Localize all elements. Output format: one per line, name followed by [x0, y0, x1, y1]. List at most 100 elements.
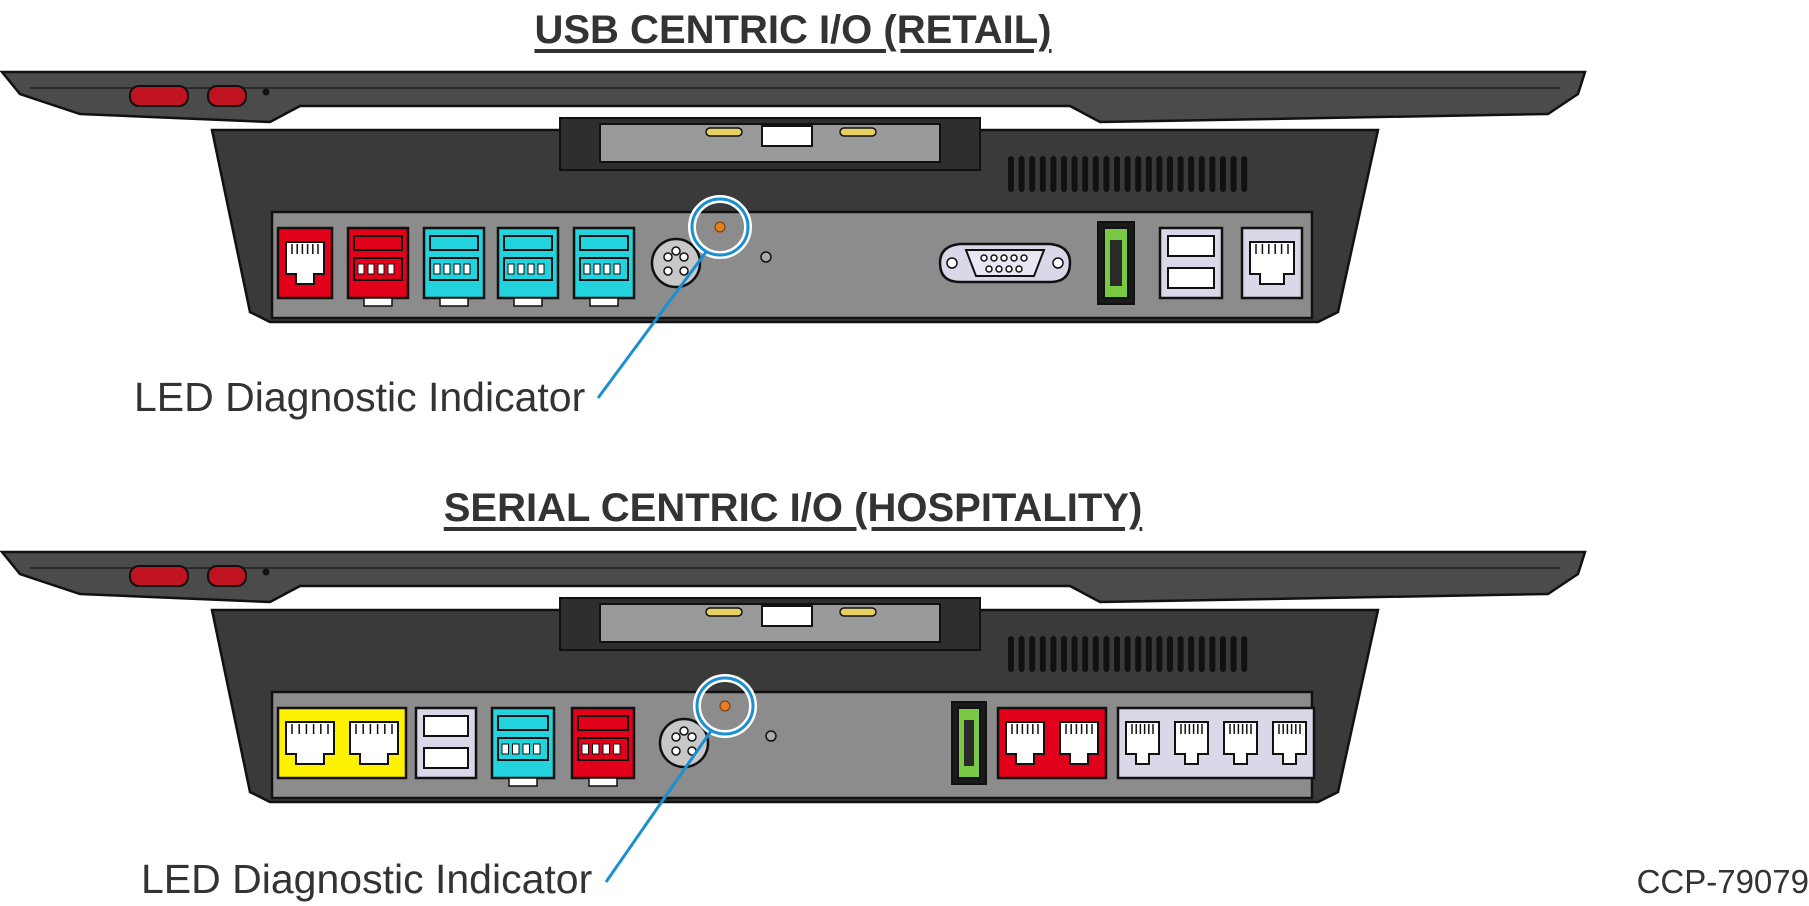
displayport	[951, 701, 987, 785]
din-power-port	[650, 237, 702, 289]
rj-jack	[349, 721, 399, 765]
vent-slot	[1050, 636, 1057, 672]
vent-slot	[1167, 636, 1173, 672]
rj-jack	[285, 721, 335, 765]
power-pin	[453, 263, 461, 275]
port-housing	[570, 706, 636, 780]
power-pin	[517, 263, 525, 275]
powered-usb	[496, 226, 560, 307]
vent-slot	[1092, 636, 1099, 672]
db9-face	[964, 249, 1046, 277]
power-pin	[593, 263, 601, 275]
port-tab	[363, 297, 393, 307]
vent-slot	[1198, 636, 1205, 672]
db9-pin	[1000, 254, 1008, 262]
power-pin	[463, 263, 471, 275]
power-button	[129, 565, 189, 587]
power-button	[129, 85, 189, 107]
device-retail	[0, 70, 1587, 399]
usb-slot	[429, 235, 479, 251]
usb-slot	[579, 235, 629, 251]
cable-tab-right	[839, 127, 877, 137]
vent-slot	[1188, 636, 1195, 672]
displayport-slot	[964, 720, 974, 766]
device-hospitality	[0, 550, 1587, 883]
powered-usb	[570, 706, 636, 787]
din-pin	[687, 732, 697, 742]
power-pin	[367, 263, 375, 275]
vent-slot	[1082, 636, 1089, 672]
vent-slot	[1050, 156, 1057, 192]
panel-title-retail: USB CENTRIC I/O (RETAIL)	[534, 8, 1052, 52]
port-tab	[513, 297, 543, 307]
dual-rj-port	[276, 706, 408, 780]
port-housing	[496, 226, 560, 300]
powered-usb	[346, 226, 410, 307]
vent-slot	[1156, 636, 1163, 672]
quad-rj-port	[1116, 706, 1316, 780]
dual-usb-port	[414, 706, 478, 780]
vent-slot	[1082, 156, 1089, 192]
power-pin	[603, 263, 611, 275]
function-button	[207, 85, 247, 107]
dual-usb-port	[1158, 226, 1224, 300]
port-tab	[508, 777, 538, 787]
din-pin	[671, 732, 681, 742]
panel-title-hospitality: SERIAL CENTRIC I/O (HOSPITALITY)	[443, 486, 1143, 530]
vent-slot	[1198, 156, 1205, 192]
power-pin	[533, 743, 541, 755]
port-housing	[422, 226, 486, 300]
vent-slot	[1145, 636, 1152, 672]
vent-slot	[1177, 156, 1184, 192]
vent-slot	[1061, 636, 1067, 672]
db9-pin	[1010, 254, 1018, 262]
rj-jack	[1272, 721, 1307, 765]
cable-tab-left	[705, 607, 743, 617]
db9-pin	[995, 265, 1003, 273]
vent-slot	[1018, 636, 1025, 672]
display-top-shell	[0, 70, 1587, 124]
vent-slot	[1135, 156, 1142, 192]
led-diagnostic-indicator	[714, 221, 726, 233]
din-connector	[650, 237, 702, 289]
power-slot	[497, 737, 549, 761]
usb-slot	[1167, 235, 1215, 257]
front-indicator-dot	[262, 88, 270, 96]
rj-jack	[1174, 721, 1209, 765]
db9-pin	[980, 254, 988, 262]
power-pin	[537, 263, 545, 275]
displayport	[1097, 221, 1135, 305]
port-housing	[490, 706, 556, 780]
usb-slot	[577, 715, 629, 731]
usb-slot	[503, 235, 553, 251]
displayport-slot	[1110, 240, 1122, 286]
vent-slot	[1145, 156, 1152, 192]
vent-slot	[1220, 636, 1226, 672]
power-pin	[501, 743, 509, 755]
vent-slot	[1124, 636, 1131, 672]
din-pin	[671, 246, 681, 256]
led-callout-label-retail: LED Diagnostic Indicator	[134, 374, 586, 420]
db9-pin	[1005, 265, 1013, 273]
led-callout-ring	[690, 197, 750, 257]
vent-slot	[1177, 636, 1184, 672]
led-leader-line	[596, 251, 708, 399]
rj-jack	[1223, 721, 1258, 765]
usb-slot	[497, 715, 549, 731]
vent-slot	[1167, 156, 1173, 192]
power-pin	[602, 743, 610, 755]
power-pin	[512, 743, 520, 755]
din-pin	[679, 726, 689, 736]
power-pin	[613, 263, 621, 275]
power-pin	[387, 263, 395, 275]
powered-usb	[490, 706, 556, 787]
vent-slot	[1135, 636, 1142, 672]
vent-slot	[1103, 636, 1110, 672]
din-pin	[663, 252, 673, 262]
figure-id: CCP-79079	[1636, 863, 1809, 900]
din-pin	[671, 746, 681, 756]
function-button	[207, 565, 247, 587]
power-pin	[357, 263, 365, 275]
vent-grille	[1008, 636, 1248, 672]
cable-tab-left	[705, 127, 743, 137]
